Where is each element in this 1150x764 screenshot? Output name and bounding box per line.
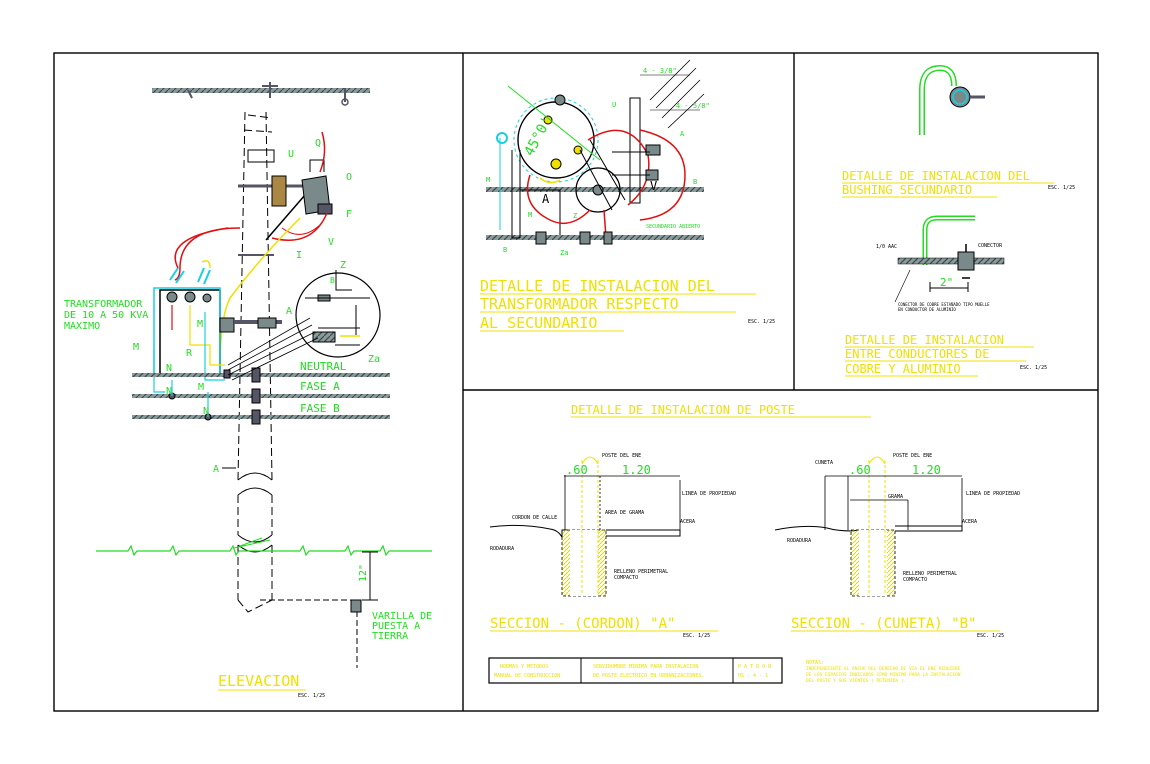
bushing-detail-scale: ESC. 1/25 (1048, 185, 1075, 191)
sec-a-area: AREA DE GRAMA (605, 510, 644, 516)
label-m1: M (197, 319, 203, 330)
section-a-drawing: .60 1.20 POSTE DEL ENE LINEA DE PROPIEDA… (489, 453, 736, 639)
title-block-pattern: P A T R O N US - 4 - 1 (738, 664, 774, 679)
sec-b-relleno: RELLENO PERIMETRAL COMPACTO (903, 571, 960, 583)
detail-label-u: U (612, 101, 616, 109)
conductor-label-left: 1/0 AAC (876, 244, 897, 250)
elevation-scale: ESC. 1/25 (298, 693, 325, 699)
sec-b-grama: GRAMA (888, 494, 903, 500)
section-a-title: SECCION - (CORDON) "A" (490, 616, 675, 632)
label-n1: N (166, 363, 172, 374)
section-b-scale: ESC. 1/25 (977, 633, 1004, 639)
detail-label-ar: A (680, 130, 685, 138)
label-a2: A (213, 464, 219, 475)
neutral-label: NEUTRAL (300, 360, 347, 373)
label-v: V (328, 237, 334, 248)
pole-detail-title: DETALLE DE INSTALACION DE POSTE (571, 403, 795, 417)
detail-label-m: M (486, 176, 490, 184)
sec-b-poste: POSTE DEL ENE (893, 453, 932, 459)
detail-label-a: A (542, 192, 550, 206)
title-block: NORMAS Y METODOS MANUAL DE CONSTRUCCION … (488, 657, 783, 684)
section-a-scale: ESC. 1/25 (683, 633, 710, 639)
label-z: Z (340, 260, 346, 271)
sec-a-cordon: CORDON DE CALLE (512, 515, 557, 521)
ground-rod-label: VARILLA DE PUESTA A TIERRA (372, 611, 438, 642)
sec-a-relleno: RELLENO PERIMETRAL COMPACTO (614, 569, 671, 581)
bushing-detail-panel: DETALLE DE INSTALACION DEL BUSHING SECUN… (842, 64, 1075, 198)
sec-a-d1: .60 (566, 463, 588, 477)
title-block-description: SERVIDUMBRE MINIMA PARA INSTALACION DE P… (593, 664, 704, 679)
transformer-label: TRANSFORMADOR DE 10 A 50 KVA MAXIMO (64, 299, 154, 332)
sec-b-d2: 1.20 (912, 463, 941, 477)
conductor-detail-title: DETALLE DE INSTALACION ENTRE CONDUCTORES… (845, 333, 1011, 376)
sec-b-d1: .60 (849, 463, 871, 477)
label-q: Q (315, 138, 321, 149)
detail-label-z: Z (573, 212, 577, 220)
sec-b-cuneta: CUNETA (815, 460, 833, 466)
sec-a-linea: LINEA DE PROPIEDAD (682, 491, 736, 497)
label-n2: N (166, 386, 172, 397)
sec-a-d2: 1.20 (622, 463, 651, 477)
label-n3: N (203, 406, 209, 417)
fase-a-conductor (132, 394, 390, 398)
fase-b-conductor (132, 415, 390, 419)
drawing-frame (53, 52, 1099, 712)
fase-b-label: FASE B (300, 402, 340, 415)
transformer-detail-scale: ESC. 1/25 (748, 319, 775, 325)
sec-b-linea: LINEA DE PROPIEDAD (966, 491, 1020, 497)
sec-a-rodadura: RODADURA (490, 546, 514, 552)
label-m3: M (198, 382, 204, 393)
dim-58: 4 - 5/8" (676, 102, 710, 110)
title-block-norms: NORMAS Y METODOS MANUAL DE CONSTRUCCION (494, 664, 560, 679)
neutral-conductor (132, 373, 390, 377)
transformer-detail-panel: 45°0' U A A M M V Z B B Za 4 - 3/8" 4 - … (480, 59, 775, 332)
elevation-panel: Q U O F V I Z Za A M M M R N N N B A TRA… (64, 82, 438, 699)
section-b-drawing: CUNETA .60 1.20 POSTE DEL ENE LINEA DE P… (774, 453, 1020, 639)
label-o: O (346, 172, 352, 183)
sec-a-poste: POSTE DEL ENE (602, 453, 641, 459)
label-u: U (288, 149, 294, 160)
conductor-detail-scale: ESC. 1/25 (1020, 365, 1047, 371)
sec-b-rodadura: RODADURA (787, 538, 811, 544)
fase-a-label: FASE A (300, 380, 340, 393)
label-m2: M (133, 342, 139, 353)
angle-label: 45°0' (521, 114, 555, 159)
detail-label-v: V (650, 179, 657, 193)
label-za: Za (368, 354, 380, 365)
secundario-note: SECUNDARIO ABIERTO (646, 224, 700, 230)
conductor-note: CONECTOR DE COBRE ESTAÑADO TIPO MUELLE E… (898, 302, 992, 312)
transformer-tank (153, 227, 235, 393)
detail-label-b: B (503, 246, 507, 254)
bushing-detail-title: DETALLE DE INSTALACION DEL BUSHING SECUN… (842, 169, 1037, 197)
depth-dimension: 12" (358, 564, 369, 582)
sec-a-acera: ACERA (680, 519, 695, 525)
conductor-detail-panel: 1/0 AAC CONECTOR 2" CONECTOR DE COBRE ES… (845, 215, 1047, 377)
detail-label-m2: M (528, 211, 532, 219)
detail-label-za: Za (560, 249, 568, 257)
detail-label-b2: B (693, 178, 697, 186)
label-a: A (286, 306, 292, 317)
dim-38: 4 - 3/8" (643, 67, 677, 75)
pole-detail-panel: DETALLE DE INSTALACION DE POSTE .60 1.20… (488, 403, 1020, 684)
conductor-label-right: CONECTOR (978, 243, 1003, 249)
label-r: R (186, 348, 193, 359)
section-b-title: SECCION - (CUNETA) "B" (791, 616, 976, 632)
label-i: I (296, 250, 302, 261)
conductor-dim: 2" (940, 276, 953, 289)
connector-detail-circle (295, 272, 381, 358)
transformer-detail-title: DETALLE DE INSTALACION DEL TRANSFORMADOR… (480, 277, 724, 332)
notes-text: INDEPENDIENTE AL ANCHO DEL DERECHO DE VI… (806, 666, 963, 684)
label-f: F (346, 209, 352, 220)
label-b: B (330, 276, 335, 285)
top-conductor (152, 88, 370, 93)
notes-title: NOTAS: (806, 660, 824, 666)
sec-b-acera: ACERA (962, 519, 977, 525)
elevation-title: ELEVACION (218, 672, 299, 690)
